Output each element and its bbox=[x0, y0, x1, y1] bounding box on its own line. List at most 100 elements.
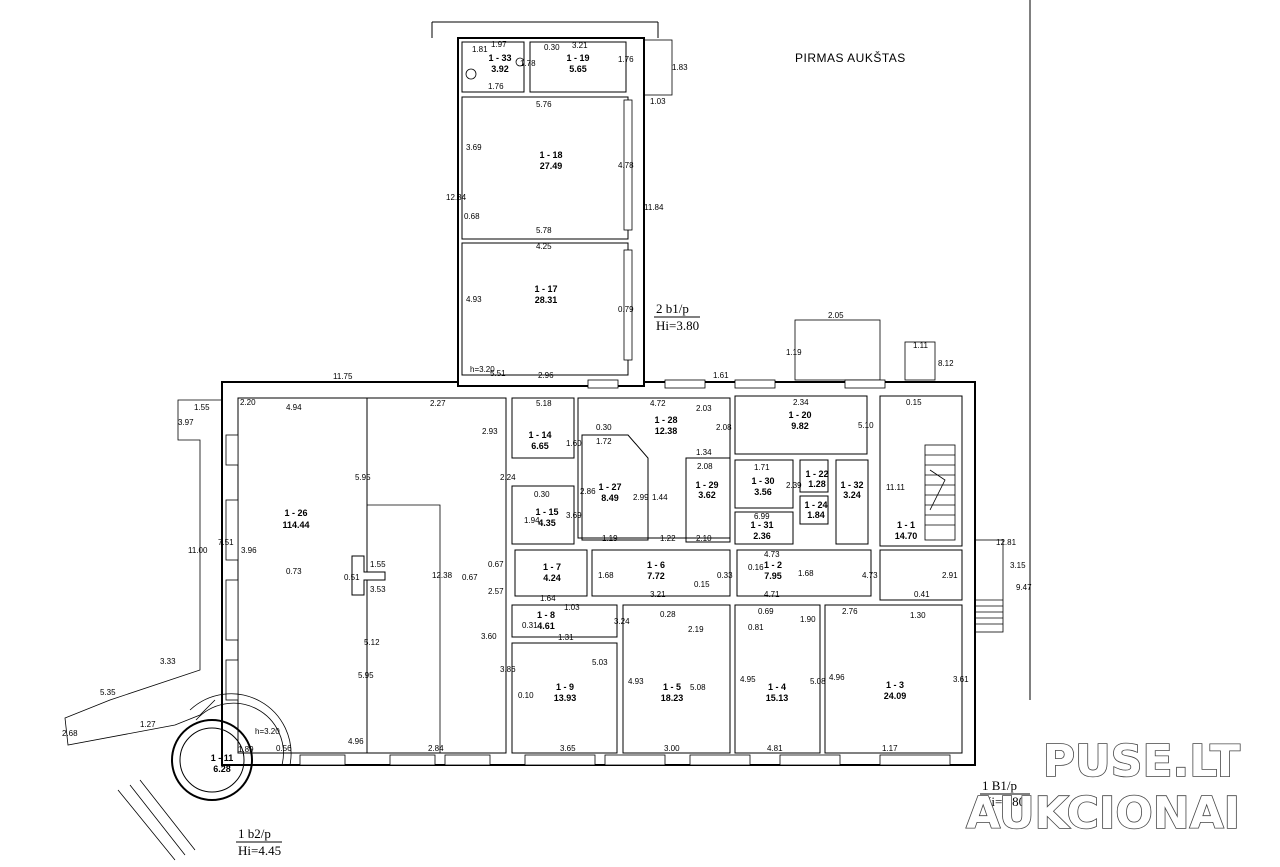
dimension-label: 5.18 bbox=[536, 399, 552, 408]
dimension-label: 2.27 bbox=[430, 399, 446, 408]
dimension-label: 1.76 bbox=[618, 55, 634, 64]
dimension-label: 2.57 bbox=[488, 587, 504, 596]
dimension-label: 2.24 bbox=[500, 473, 516, 482]
dimension-label: 3.60 bbox=[481, 632, 497, 641]
room-label-area: 1.84 bbox=[807, 510, 825, 520]
dimension-label: 7.51 bbox=[218, 538, 234, 547]
dimension-label: 2.93 bbox=[482, 427, 498, 436]
dimension-label: 0.31 bbox=[522, 621, 538, 630]
dimension-label: 12.34 bbox=[446, 193, 467, 202]
hall-inner-gallery bbox=[367, 504, 441, 753]
dimension-label: 0.73 bbox=[286, 567, 302, 576]
dimension-label: 4.93 bbox=[466, 295, 482, 304]
dimension-label: 2.03 bbox=[696, 404, 712, 413]
room-label-id: 1 - 29 bbox=[695, 480, 718, 490]
external-stair-right bbox=[974, 539, 1004, 633]
dimension-label: 3.00 bbox=[664, 744, 680, 753]
dimension-label: 0.33 bbox=[717, 571, 733, 580]
room-1-15-outline bbox=[511, 485, 575, 545]
room-label-area: 3.92 bbox=[491, 64, 509, 74]
dimension-label: 0.30 bbox=[596, 423, 612, 432]
dimension-label: 4.71 bbox=[764, 590, 780, 599]
dimension-label: 4.72 bbox=[650, 399, 666, 408]
room-label-id: 1 - 26 bbox=[284, 508, 307, 518]
room-label-id: 1 - 32 bbox=[840, 480, 863, 490]
dimension-label: 3.69 bbox=[566, 511, 582, 520]
stairwell-lower bbox=[879, 549, 963, 601]
dimension-label: 1.90 bbox=[800, 615, 816, 624]
dimension-label: 1.68 bbox=[798, 569, 814, 578]
dimension-label: 5.12 bbox=[364, 638, 380, 647]
dimension-label: 2.05 bbox=[828, 311, 844, 320]
stairs-icon bbox=[924, 444, 956, 541]
dimension-label: 1.60 bbox=[566, 439, 582, 448]
dimension-label: 3.69 bbox=[466, 143, 482, 152]
dimension-label: 4.95 bbox=[740, 675, 756, 684]
dimension-label: 9.47 bbox=[1016, 583, 1032, 592]
room-label-id: 1 - 24 bbox=[804, 500, 827, 510]
dimension-label: 3.33 bbox=[160, 657, 176, 666]
room-labels: 1 - 33 3.92 1 - 19 5.65 1 - 18 27.49 1 -… bbox=[211, 53, 918, 774]
dimension-label: 2.84 bbox=[428, 744, 444, 753]
room-1-27-outline bbox=[581, 434, 649, 541]
room-1-22-outline bbox=[799, 459, 829, 493]
dimension-label: 5.76 bbox=[536, 100, 552, 109]
dimension-label: 5.78 bbox=[536, 226, 552, 235]
room-1-33-outline bbox=[461, 41, 525, 93]
dimension-label: 5.35 bbox=[100, 688, 116, 697]
dimension-label: 2.08 bbox=[716, 423, 732, 432]
dimension-label: 2.20 bbox=[240, 398, 256, 407]
room-label-area: 12.38 bbox=[655, 426, 678, 436]
dimension-label: 4.96 bbox=[829, 673, 845, 682]
dimension-label: 1.89 bbox=[238, 745, 254, 754]
dimension-label: 3.21 bbox=[650, 590, 666, 599]
room-1-8-outline bbox=[511, 604, 618, 638]
room-1-11-outer bbox=[171, 719, 253, 801]
dimension-label: 12.81 bbox=[996, 538, 1017, 547]
room-label-id: 1 - 4 bbox=[768, 682, 786, 692]
block-label-height: Hi=7.80 bbox=[982, 794, 1025, 809]
room-label-id: 1 - 33 bbox=[488, 53, 511, 63]
dimension-label: 1.94 bbox=[524, 516, 540, 525]
room-label-area: 3.24 bbox=[843, 490, 861, 500]
dimension-label: 0.68 bbox=[464, 212, 480, 221]
dimension-label: 3.53 bbox=[370, 585, 386, 594]
room-label-id: 1 - 11 bbox=[211, 753, 234, 763]
dimension-label: 0.81 bbox=[748, 623, 764, 632]
room-label-area: 3.56 bbox=[754, 487, 772, 497]
dimension-label: 2.10 bbox=[696, 534, 712, 543]
room-label-area: 5.65 bbox=[569, 64, 587, 74]
dimension-label: 2.91 bbox=[942, 571, 958, 580]
room-1-26-outline bbox=[237, 397, 507, 754]
room-label-area: 28.31 bbox=[535, 295, 558, 305]
dimension-label: 0.69 bbox=[758, 607, 774, 616]
room-label-area: 4.35 bbox=[538, 518, 556, 528]
dimension-label: 3.21 bbox=[572, 41, 588, 50]
room-label-id: 1 - 9 bbox=[556, 682, 574, 692]
dimension-label: 12.38 bbox=[432, 571, 453, 580]
dimension-label: 0.67 bbox=[488, 560, 504, 569]
room-1-32-outline bbox=[835, 459, 869, 545]
dimension-label: 4.94 bbox=[286, 403, 302, 412]
dimension-label: 0.30 bbox=[534, 490, 550, 499]
room-1-1-outline bbox=[879, 395, 963, 547]
dimension-label: 5.08 bbox=[810, 677, 826, 686]
dimension-label: 5.95 bbox=[358, 671, 374, 680]
dimension-label: 1.17 bbox=[882, 744, 898, 753]
dimension-label: h=3.20 bbox=[255, 727, 280, 736]
room-label-id: 1 - 7 bbox=[543, 562, 561, 572]
dimension-label: 3.97 bbox=[178, 418, 194, 427]
dimension-label: 1.11 bbox=[913, 341, 929, 350]
bottom-facade-windows bbox=[299, 754, 951, 766]
roof-extension-box bbox=[794, 319, 881, 381]
dimension-label: 5.95 bbox=[355, 473, 371, 482]
room-1-2-outline bbox=[736, 549, 872, 597]
dimension-label: 2.76 bbox=[842, 607, 858, 616]
dimension-label: 1.55 bbox=[370, 560, 386, 569]
room-1-11-inner bbox=[179, 727, 245, 793]
block-label-name: 2 b1/p bbox=[656, 301, 689, 316]
block-labels: 2 b1/p Hi=3.80 1 B1/p Hi=7.80 1 b2/p Hi=… bbox=[236, 301, 1030, 858]
room-label-area: 6.28 bbox=[213, 764, 231, 774]
room-label-id: 1 - 20 bbox=[788, 410, 811, 420]
dimension-label: 8.12 bbox=[938, 359, 954, 368]
